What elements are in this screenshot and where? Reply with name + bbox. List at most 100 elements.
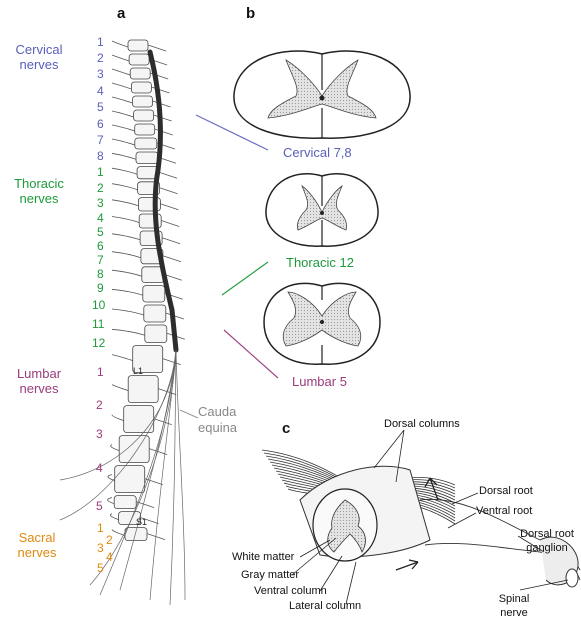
vertebra xyxy=(128,40,148,51)
cervical-number: 3 xyxy=(97,68,104,80)
spinal-nerve-line xyxy=(112,530,125,536)
vertebra xyxy=(130,68,150,79)
spinal-nerve-line xyxy=(112,125,135,131)
section-cervical xyxy=(234,51,410,138)
vertebra xyxy=(115,466,145,493)
vertebra xyxy=(124,406,154,433)
vertebra xyxy=(129,54,149,65)
panel-label-a: a xyxy=(117,6,125,21)
spinal-nerve-line xyxy=(112,97,133,103)
label-white-matter: White matter xyxy=(232,552,294,563)
cervical-number: 4 xyxy=(97,85,104,97)
sacral-number: 4 xyxy=(106,551,113,563)
thoracic-number: 3 xyxy=(97,197,104,209)
label-dorsal-root-ganglion: Dorsal root ganglion xyxy=(516,527,578,555)
vertebra xyxy=(125,528,147,541)
thoracic-number: 4 xyxy=(97,212,104,224)
vertebra-process xyxy=(161,221,179,227)
thoracic-number: 9 xyxy=(97,282,104,294)
vertebra-process xyxy=(163,359,181,365)
cauda-leader xyxy=(180,410,198,418)
lumbar-number: 4 xyxy=(96,462,103,474)
group-label-cervical: Cervical nerves xyxy=(6,42,72,72)
thoracic-number: 12 xyxy=(92,337,105,349)
spinal-nerve-line xyxy=(112,41,128,47)
cervical-number: 6 xyxy=(97,118,104,130)
thoracic-number: 11 xyxy=(92,318,104,330)
spinal-nerve-line xyxy=(112,184,138,190)
vertebra-process xyxy=(163,256,181,262)
label-ventral-column: Ventral column xyxy=(254,586,327,597)
section-thoracic xyxy=(266,174,378,246)
spinal-nerve-line xyxy=(112,270,142,276)
vertebra xyxy=(136,152,158,164)
vertebra-process xyxy=(160,204,178,210)
spinal-nerve-line xyxy=(112,153,136,159)
spinal-nerve-line xyxy=(112,355,133,361)
spinal-nerve-line xyxy=(112,111,134,117)
spinal-nerve-line xyxy=(112,234,140,240)
spinal-nerve-line xyxy=(112,69,130,75)
sacral-number: 2 xyxy=(106,534,113,546)
label-ventral-root: Ventral root xyxy=(476,506,532,517)
thoracic-number: 6 xyxy=(97,240,104,252)
vertebra xyxy=(134,110,154,121)
cervical-number: 7 xyxy=(97,134,104,146)
spinal-nerve-line xyxy=(112,309,144,315)
spinal-nerve-line xyxy=(112,168,137,174)
vertebra-label-l1: L1 xyxy=(133,367,143,376)
cauda-equina-label: Cauda equina xyxy=(198,404,258,436)
spinal-nerve-line xyxy=(112,217,139,223)
group-label-lumbar: Lumbar nerves xyxy=(6,366,72,396)
spinal-nerve-line xyxy=(112,139,135,145)
section-label-cervical: Cervical 7,8 xyxy=(283,146,352,159)
vertebra-process xyxy=(159,172,177,178)
group-label-thoracic: Thoracic nerves xyxy=(6,176,72,206)
group-label-sacral: Sacral nerves xyxy=(4,530,70,560)
thoracic-number: 7 xyxy=(97,254,104,266)
spinal-nerve-line xyxy=(112,289,143,295)
sacral-number: 5 xyxy=(97,562,104,574)
vertebra-process xyxy=(155,129,173,135)
spinal-nerve-line xyxy=(112,55,129,61)
thoracic-number: 1 xyxy=(97,166,104,178)
lumbar-number: 2 xyxy=(96,399,103,411)
panel-label-b: b xyxy=(246,6,255,21)
label-lateral-column: Lateral column xyxy=(289,601,361,612)
vertebra xyxy=(133,96,153,107)
vertebra-label-s1: S1 xyxy=(136,518,147,527)
vertebra xyxy=(143,286,165,302)
vertebra-process xyxy=(151,87,169,93)
spinal-nerve-line xyxy=(112,385,128,391)
spinal-nerve-line xyxy=(112,252,141,258)
vertebra-process xyxy=(160,188,178,194)
spinal-nerve-line xyxy=(112,83,131,89)
panel-label-c: c xyxy=(282,421,290,436)
spinal-nerve-line xyxy=(112,415,124,421)
spinal-nerve-line xyxy=(110,514,118,520)
vertebra xyxy=(128,376,158,403)
cervical-number: 2 xyxy=(97,52,104,64)
thoracic-number: 10 xyxy=(92,299,105,311)
spinal-nerve-line xyxy=(112,329,145,335)
vertebra-process xyxy=(162,238,180,244)
vertebra xyxy=(114,496,136,509)
label-spinal-nerve: Spinal nerve xyxy=(496,592,532,620)
section-label-lumbar: Lumbar 5 xyxy=(292,375,347,388)
lumbar-number: 1 xyxy=(97,366,104,378)
spinal-nerve-line xyxy=(111,445,120,451)
connector-thoracic xyxy=(222,262,268,295)
cervical-number: 1 xyxy=(97,36,104,48)
thoracic-number: 2 xyxy=(97,182,104,194)
sacral-number: 3 xyxy=(97,542,104,554)
lumbar-number: 3 xyxy=(96,428,103,440)
section-label-thoracic: Thoracic 12 xyxy=(286,256,354,269)
vertebra xyxy=(145,325,167,343)
lumbar-number: 5 xyxy=(96,500,103,512)
spinal-nerve-line xyxy=(108,498,115,504)
section-lumbar xyxy=(264,283,380,364)
spinal-nerve-line xyxy=(112,200,138,206)
thoracic-number: 5 xyxy=(97,226,104,238)
thoracic-number: 8 xyxy=(97,268,104,280)
